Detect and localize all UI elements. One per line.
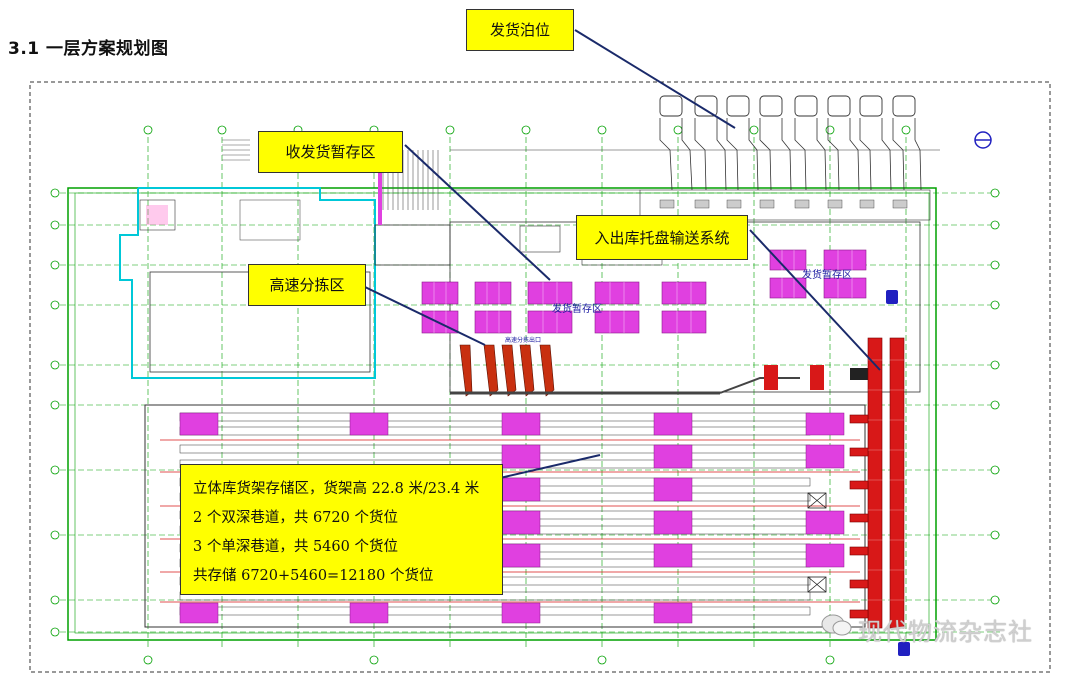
label-sorting-exit: 高速分拣出口 <box>505 336 541 344</box>
staging-pallets <box>421 249 867 334</box>
storage-line-2: 2 个双深巷道，共 6720 个货位 <box>193 510 398 526</box>
dock-trucks <box>659 95 916 117</box>
label-ship-staging: 发货暂存区 <box>552 302 602 315</box>
pallet-conveyor <box>849 337 905 629</box>
watermark-text: 现代物流杂志社 <box>858 618 1033 646</box>
callout-conveyor: 入出库托盘输送系统 <box>576 215 748 260</box>
callout-storage: 立体库货架存储区，货架高 22.8 米/23.4 米 2 个双深巷道，共 672… <box>180 464 503 595</box>
callout-staging: 收发货暂存区 <box>258 131 403 173</box>
storage-line-1: 立体库货架存储区，货架高 22.8 米/23.4 米 <box>193 481 480 497</box>
storage-line-4: 共存储 6720+5460=12180 个货位 <box>193 568 434 584</box>
callout-dock: 发货泊位 <box>466 9 574 51</box>
sorter-chutes <box>459 344 555 397</box>
forklifts <box>886 290 910 656</box>
rack-magenta-blocks <box>179 412 845 624</box>
callout-leaders <box>364 29 881 479</box>
building-outline <box>67 187 937 641</box>
grid-bubbles <box>50 125 1000 665</box>
storage-line-3: 3 个单深巷道，共 5460 个货位 <box>193 539 398 555</box>
ramp-hatch <box>382 150 439 210</box>
wechat-icon <box>821 614 852 636</box>
page-heading: 3.1 一层方案规划图 <box>8 39 169 59</box>
office-walls <box>119 187 376 379</box>
callout-sorting: 高速分拣区 <box>248 264 366 306</box>
label-ship-staging-right: 发货暂存区 <box>802 268 852 281</box>
